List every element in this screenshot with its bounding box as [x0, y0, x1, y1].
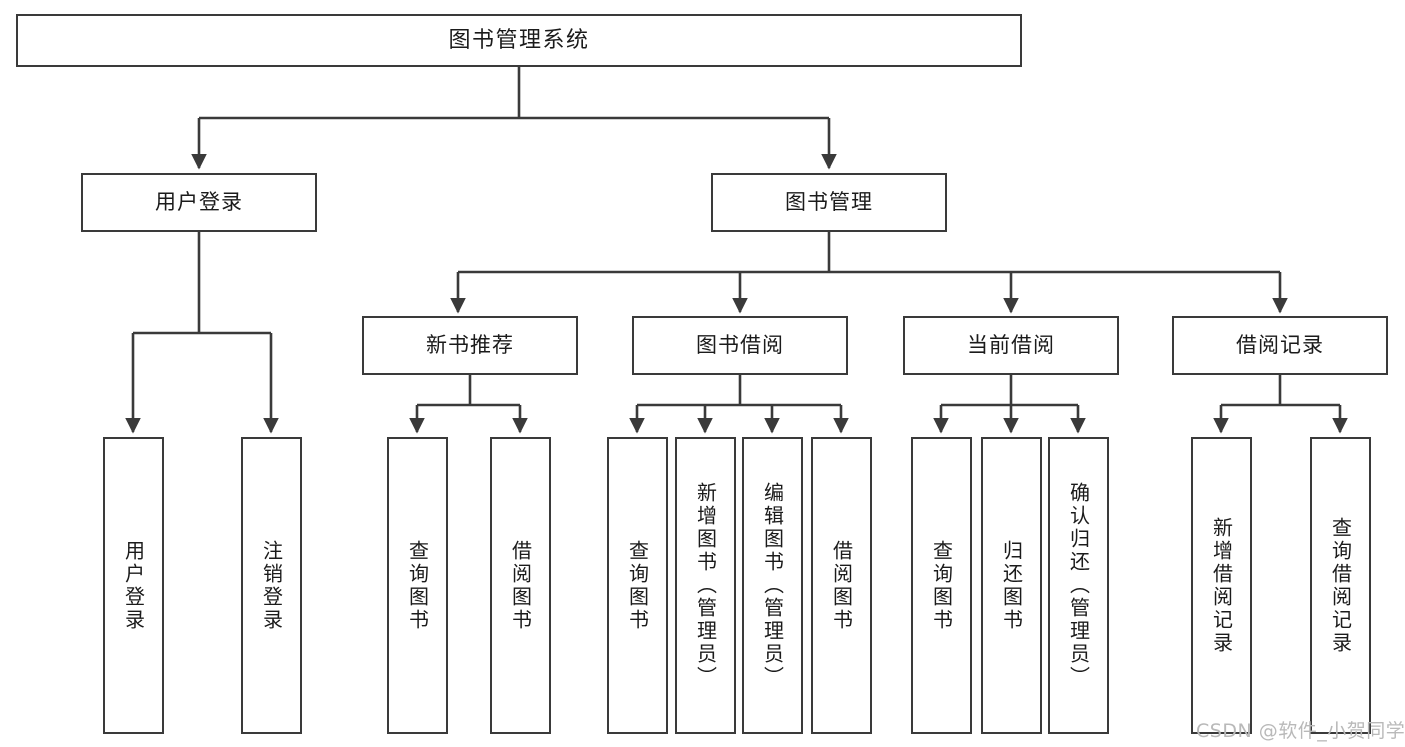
leaf-query-book-1-label: 查询图书 [405, 539, 430, 632]
node-book-management-label: 图书管理 [785, 190, 873, 215]
leaf-user-login-label: 用户登录 [121, 539, 146, 632]
leaf-return-book[interactable]: 归还图书 [981, 437, 1042, 734]
leaf-edit-book[interactable]: 编辑图书（管理员） [742, 437, 803, 734]
leaf-borrow-book-1-label: 借阅图书 [508, 539, 533, 632]
leaf-confirm-return-label: 确认归还（管理员） [1066, 482, 1091, 689]
leaf-query-book-3[interactable]: 查询图书 [911, 437, 972, 734]
leaf-query-record-label: 查询借阅记录 [1328, 516, 1353, 655]
node-borrow-records-label: 借阅记录 [1236, 333, 1324, 358]
leaf-logout[interactable]: 注销登录 [241, 437, 302, 734]
leaf-add-record-label: 新增借阅记录 [1209, 516, 1234, 655]
leaf-add-record[interactable]: 新增借阅记录 [1191, 437, 1252, 734]
node-new-book-recommend[interactable]: 新书推荐 [362, 316, 578, 375]
leaf-borrow-book-2-label: 借阅图书 [829, 539, 854, 632]
leaf-query-book-1[interactable]: 查询图书 [387, 437, 448, 734]
leaf-return-book-label: 归还图书 [999, 539, 1024, 632]
node-book-borrow[interactable]: 图书借阅 [632, 316, 848, 375]
leaf-add-book-label: 新增图书（管理员） [693, 482, 718, 689]
leaf-add-book[interactable]: 新增图书（管理员） [675, 437, 736, 734]
leaf-logout-label: 注销登录 [259, 539, 284, 632]
leaf-query-book-3-label: 查询图书 [929, 539, 954, 632]
node-user-login[interactable]: 用户登录 [81, 173, 317, 232]
node-root[interactable]: 图书管理系统 [16, 14, 1022, 67]
leaf-query-record[interactable]: 查询借阅记录 [1310, 437, 1371, 734]
leaf-borrow-book-1[interactable]: 借阅图书 [490, 437, 551, 734]
node-book-borrow-label: 图书借阅 [696, 333, 784, 358]
node-root-label: 图书管理系统 [448, 27, 590, 53]
node-user-login-label: 用户登录 [155, 190, 243, 215]
leaf-edit-book-label: 编辑图书（管理员） [760, 482, 785, 689]
leaf-user-login[interactable]: 用户登录 [103, 437, 164, 734]
leaf-borrow-book-2[interactable]: 借阅图书 [811, 437, 872, 734]
node-book-management[interactable]: 图书管理 [711, 173, 947, 232]
leaf-query-book-2[interactable]: 查询图书 [607, 437, 668, 734]
leaf-query-book-2-label: 查询图书 [625, 539, 650, 632]
watermark: CSDN @软件_小贺同学 [1196, 720, 1405, 742]
leaf-confirm-return[interactable]: 确认归还（管理员） [1048, 437, 1109, 734]
node-current-borrow-label: 当前借阅 [967, 333, 1055, 358]
node-borrow-records[interactable]: 借阅记录 [1172, 316, 1388, 375]
node-current-borrow[interactable]: 当前借阅 [903, 316, 1119, 375]
node-new-book-recommend-label: 新书推荐 [426, 333, 514, 358]
